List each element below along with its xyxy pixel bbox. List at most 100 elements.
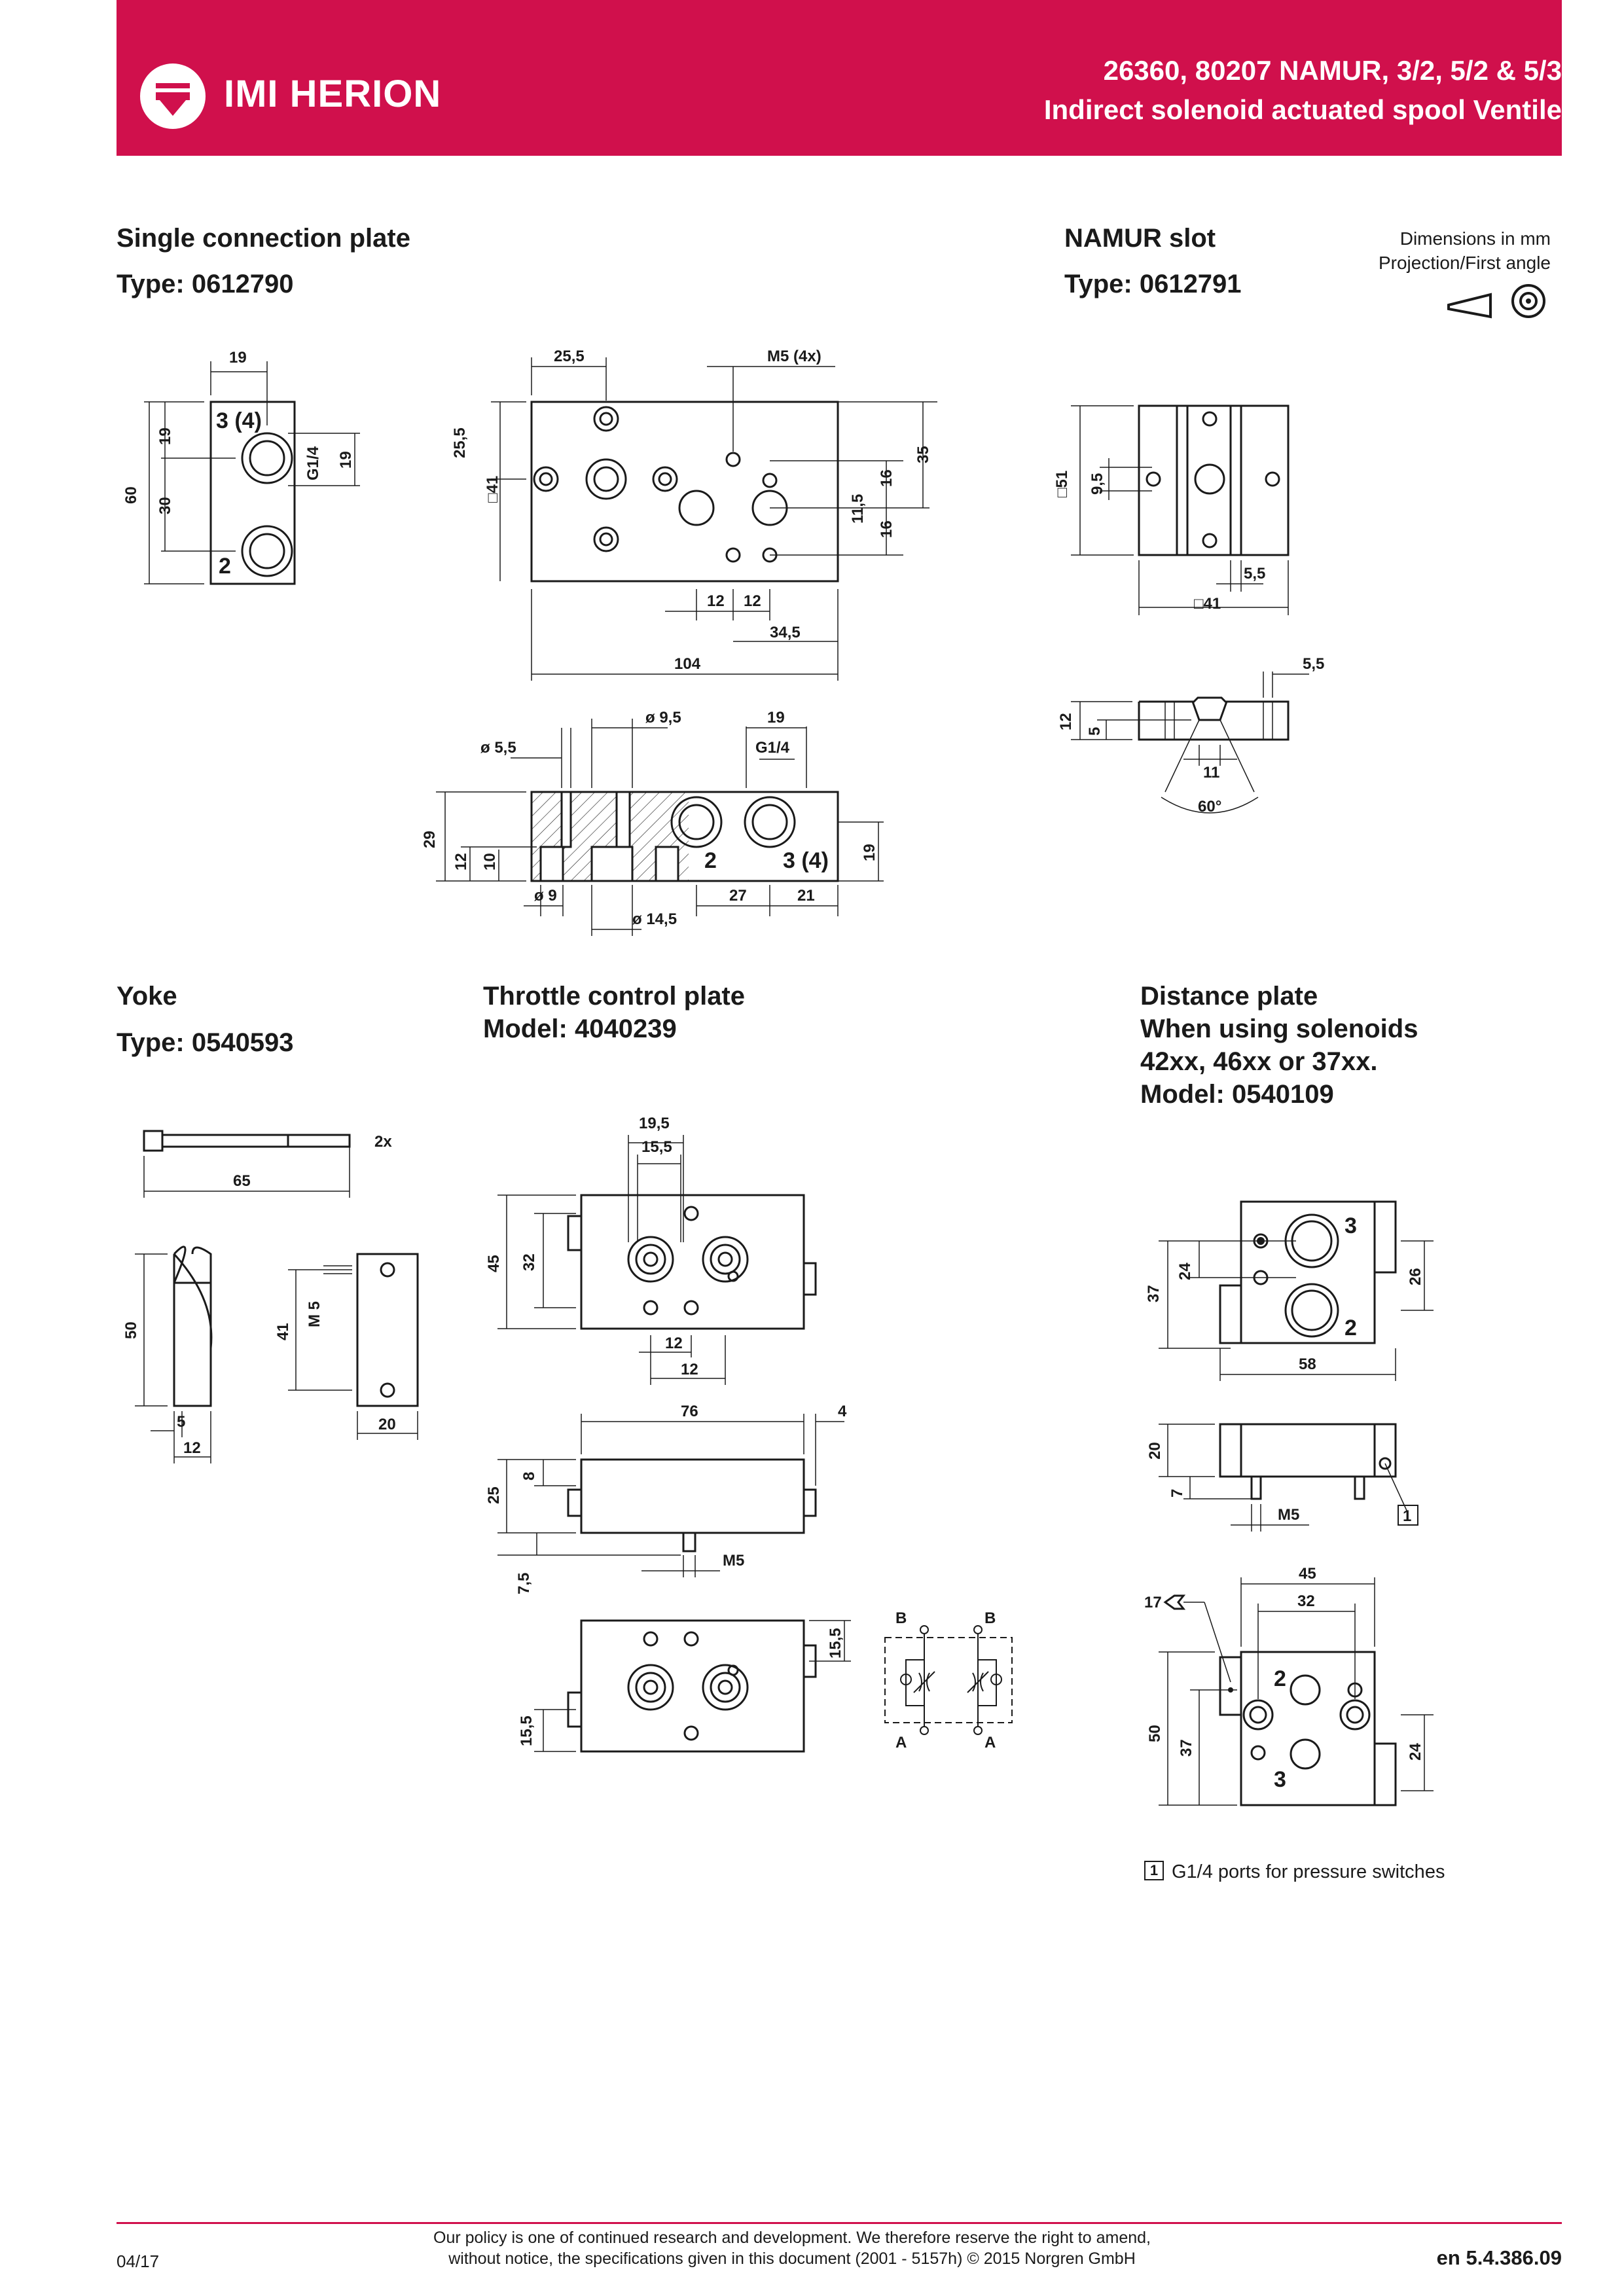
dim-throttle-side-4: 4: [838, 1403, 847, 1420]
section-title-yoke: Yoke: [117, 982, 177, 1011]
dim-single-side-h60: 60: [122, 486, 140, 504]
section-title-namur: NAMUR slot: [1064, 224, 1216, 253]
dim-throttle-side-h25: 25: [485, 1486, 503, 1504]
dim-namur-side-a60: 60°: [1198, 798, 1221, 816]
distance-bot-port-2: 2: [1274, 1666, 1286, 1691]
dim-single-top-16a: 16: [878, 469, 895, 487]
dim-throttle-side-m5: M5: [723, 1552, 744, 1570]
dim-single-side-w19: 19: [229, 349, 247, 367]
dim-distance-bot-h50: 50: [1146, 1725, 1164, 1742]
distance-side-callout: 1: [1403, 1507, 1411, 1525]
dim-single-sec-r19: 19: [861, 844, 878, 861]
footer-policy: Our policy is one of continued research …: [433, 2229, 1151, 2268]
dim-single-top-345: 34,5: [770, 624, 801, 641]
document-subtitle: Indirect solenoid actuated spool Ventile: [1043, 94, 1562, 125]
dim-namur-side-w11: 11: [1203, 764, 1219, 781]
footnote-number: 1: [1144, 1861, 1164, 1880]
dim-distance-top-h24: 24: [1176, 1263, 1194, 1280]
dim-throttle-top-12b: 12: [681, 1361, 698, 1378]
dim-single-top-35: 35: [914, 446, 932, 463]
dim-yoke-h50: 50: [122, 1321, 140, 1339]
footer-document-code: en 5.4.386.09: [1436, 2246, 1562, 2269]
dim-single-top-12a: 12: [707, 592, 725, 610]
dim-yoke-qty: 2x: [374, 1133, 392, 1151]
port-label-2: 2: [219, 554, 231, 579]
distance-bot-port-3: 3: [1274, 1767, 1286, 1792]
dim-single-top-v255: 25,5: [451, 427, 469, 458]
symbol-port-b-right: B: [984, 1609, 996, 1627]
dim-single-top-16b: 16: [878, 520, 895, 538]
dim-distance-side-m5: M5: [1278, 1506, 1299, 1524]
section-line3-distance: 42xx, 46xx or 37xx.: [1140, 1047, 1378, 1076]
section-model-throttle: Model: 4040239: [483, 1014, 677, 1043]
dim-distance-top-h37: 37: [1145, 1285, 1163, 1302]
section-title-single-connection: Single connection plate: [117, 224, 410, 253]
dim-single-sec-21: 21: [797, 887, 815, 905]
dim-namur-side-h12: 12: [1057, 713, 1075, 730]
dim-throttle-top-155: 15,5: [641, 1138, 672, 1156]
dim-throttle-bot-r155: 15,5: [827, 1628, 844, 1659]
dim-single-top-104: 104: [674, 655, 701, 673]
dim-throttle-top-12a: 12: [665, 1335, 683, 1352]
footer-rule: [117, 2222, 1562, 2224]
brand-logo-icon: [140, 63, 206, 129]
dim-single-top-255: 25,5: [554, 348, 585, 365]
dim-distance-top-r26: 26: [1407, 1268, 1424, 1285]
section-title-throttle: Throttle control plate: [483, 982, 745, 1011]
section-type-yoke: Type: 0540593: [117, 1028, 294, 1057]
dim-single-sec-h12: 12: [452, 853, 470, 870]
port-label-3-4: 3 (4): [216, 408, 262, 433]
dim-throttle-side-h75: 7,5: [515, 1573, 533, 1594]
footnote-text: G1/4 ports for pressure switches: [1172, 1861, 1445, 1882]
dim-namur-top-95: 9,5: [1089, 473, 1106, 495]
section-type-namur: Type: 0612791: [1064, 270, 1242, 298]
dim-distance-top-w58: 58: [1299, 1355, 1316, 1373]
dim-namur-side-55: 5,5: [1303, 655, 1324, 673]
sec-port-label-2: 2: [704, 848, 717, 873]
dim-single-side-h30: 30: [156, 497, 174, 514]
symbol-port-b-left: B: [895, 1609, 907, 1627]
units-note: Dimensions in mm: [1399, 228, 1551, 249]
sec-port-label-3-4: 3 (4): [783, 848, 829, 873]
dim-single-top-sq41: □41: [484, 476, 501, 503]
dim-namur-top-55: 5,5: [1244, 565, 1265, 583]
symbol-port-a-left: A: [895, 1734, 907, 1751]
section-title-distance: Distance plate: [1140, 982, 1318, 1011]
dim-throttle-top-h45: 45: [485, 1255, 503, 1272]
dim-yoke-h41: 41: [274, 1323, 292, 1340]
dim-single-side-h19: 19: [156, 427, 174, 445]
dim-single-sec-d95: ø 9,5: [645, 709, 681, 726]
footer-date: 04/17: [117, 2251, 160, 2271]
dim-distance-bot-h37: 37: [1178, 1739, 1195, 1757]
dim-namur-top-sq51: □51: [1053, 471, 1071, 497]
dim-single-sec-h29: 29: [421, 831, 439, 848]
dim-single-top-115: 11,5: [849, 494, 867, 524]
dim-yoke-w20: 20: [378, 1416, 396, 1433]
projection-note: Projection/First angle: [1378, 253, 1551, 273]
dim-yoke-w12: 12: [183, 1439, 201, 1457]
symbol-port-a-right: A: [984, 1734, 996, 1751]
dim-distance-side-h7: 7: [1168, 1489, 1186, 1498]
dim-single-top-m5: M5 (4x): [767, 348, 821, 365]
distance-top-port-3: 3: [1344, 1213, 1357, 1238]
dim-single-top-12b: 12: [744, 592, 761, 610]
dim-single-sec-27: 27: [729, 887, 747, 905]
dim-throttle-top-195: 19,5: [639, 1115, 670, 1132]
dim-distance-bot-wrench: 17: [1144, 1594, 1162, 1611]
dim-yoke-65: 65: [233, 1172, 251, 1190]
dim-yoke-w5: 5: [177, 1413, 185, 1431]
dim-yoke-m5: M 5: [306, 1301, 323, 1327]
dim-namur-top-sq41: □41: [1194, 595, 1221, 613]
section-model-distance: Model: 0540109: [1140, 1080, 1334, 1109]
throttle-hydraulic-symbol: B B A A: [884, 1609, 1013, 1751]
section-line2-distance: When using solenoids: [1140, 1014, 1418, 1043]
dim-throttle-side-76: 76: [681, 1403, 698, 1420]
document-title: 26360, 80207 NAMUR, 3/2, 5/2 & 5/3: [1103, 55, 1562, 86]
